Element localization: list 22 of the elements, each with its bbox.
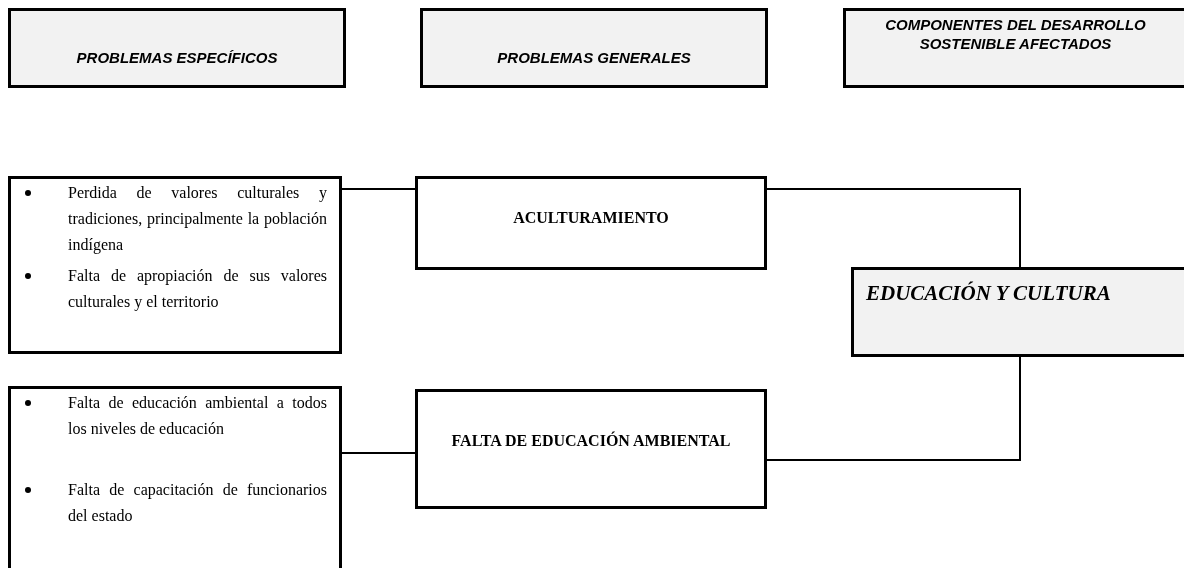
column-header-box: [8, 8, 346, 88]
box-label: PROBLEMAS ESPECÍFICOS: [76, 47, 278, 68]
box-label: COMPONENTES DEL DESARROLLO SOSTENIBLE AFECTADOS: [884, 15, 1147, 53]
column-header-box: [420, 8, 768, 88]
problem-box: [851, 267, 1184, 357]
connector-line: [766, 356, 1021, 461]
box-label: PROBLEMAS GENERALES: [497, 47, 691, 68]
box-label: ACULTURAMIENTO: [513, 208, 669, 228]
box-label: FALTA DE EDUCACIÓN AMBIENTAL: [451, 430, 731, 451]
list-item-text: Falta de capacitación de funcionarios del estado: [68, 480, 327, 526]
problem-box: [415, 176, 767, 270]
box-label: EDUCACIÓN Y CULTURA: [866, 281, 1111, 305]
list-item-text: Perdida de valores culturales y tradiciones, principalmente la población indígena: [68, 183, 327, 256]
connector-line: [341, 188, 416, 190]
column-header-box: [843, 8, 1184, 88]
list-item-text: Falta de educación ambiental a todos los niveles de educación: [68, 393, 327, 439]
problem-list-box: [8, 386, 342, 568]
connector-line: [341, 452, 416, 454]
problem-list-box: [8, 176, 342, 354]
list-item-text: Falta de apropiación de sus valores culturales y el territorio: [68, 266, 327, 313]
connector-line: [766, 188, 1021, 268]
problem-box: [415, 389, 767, 509]
